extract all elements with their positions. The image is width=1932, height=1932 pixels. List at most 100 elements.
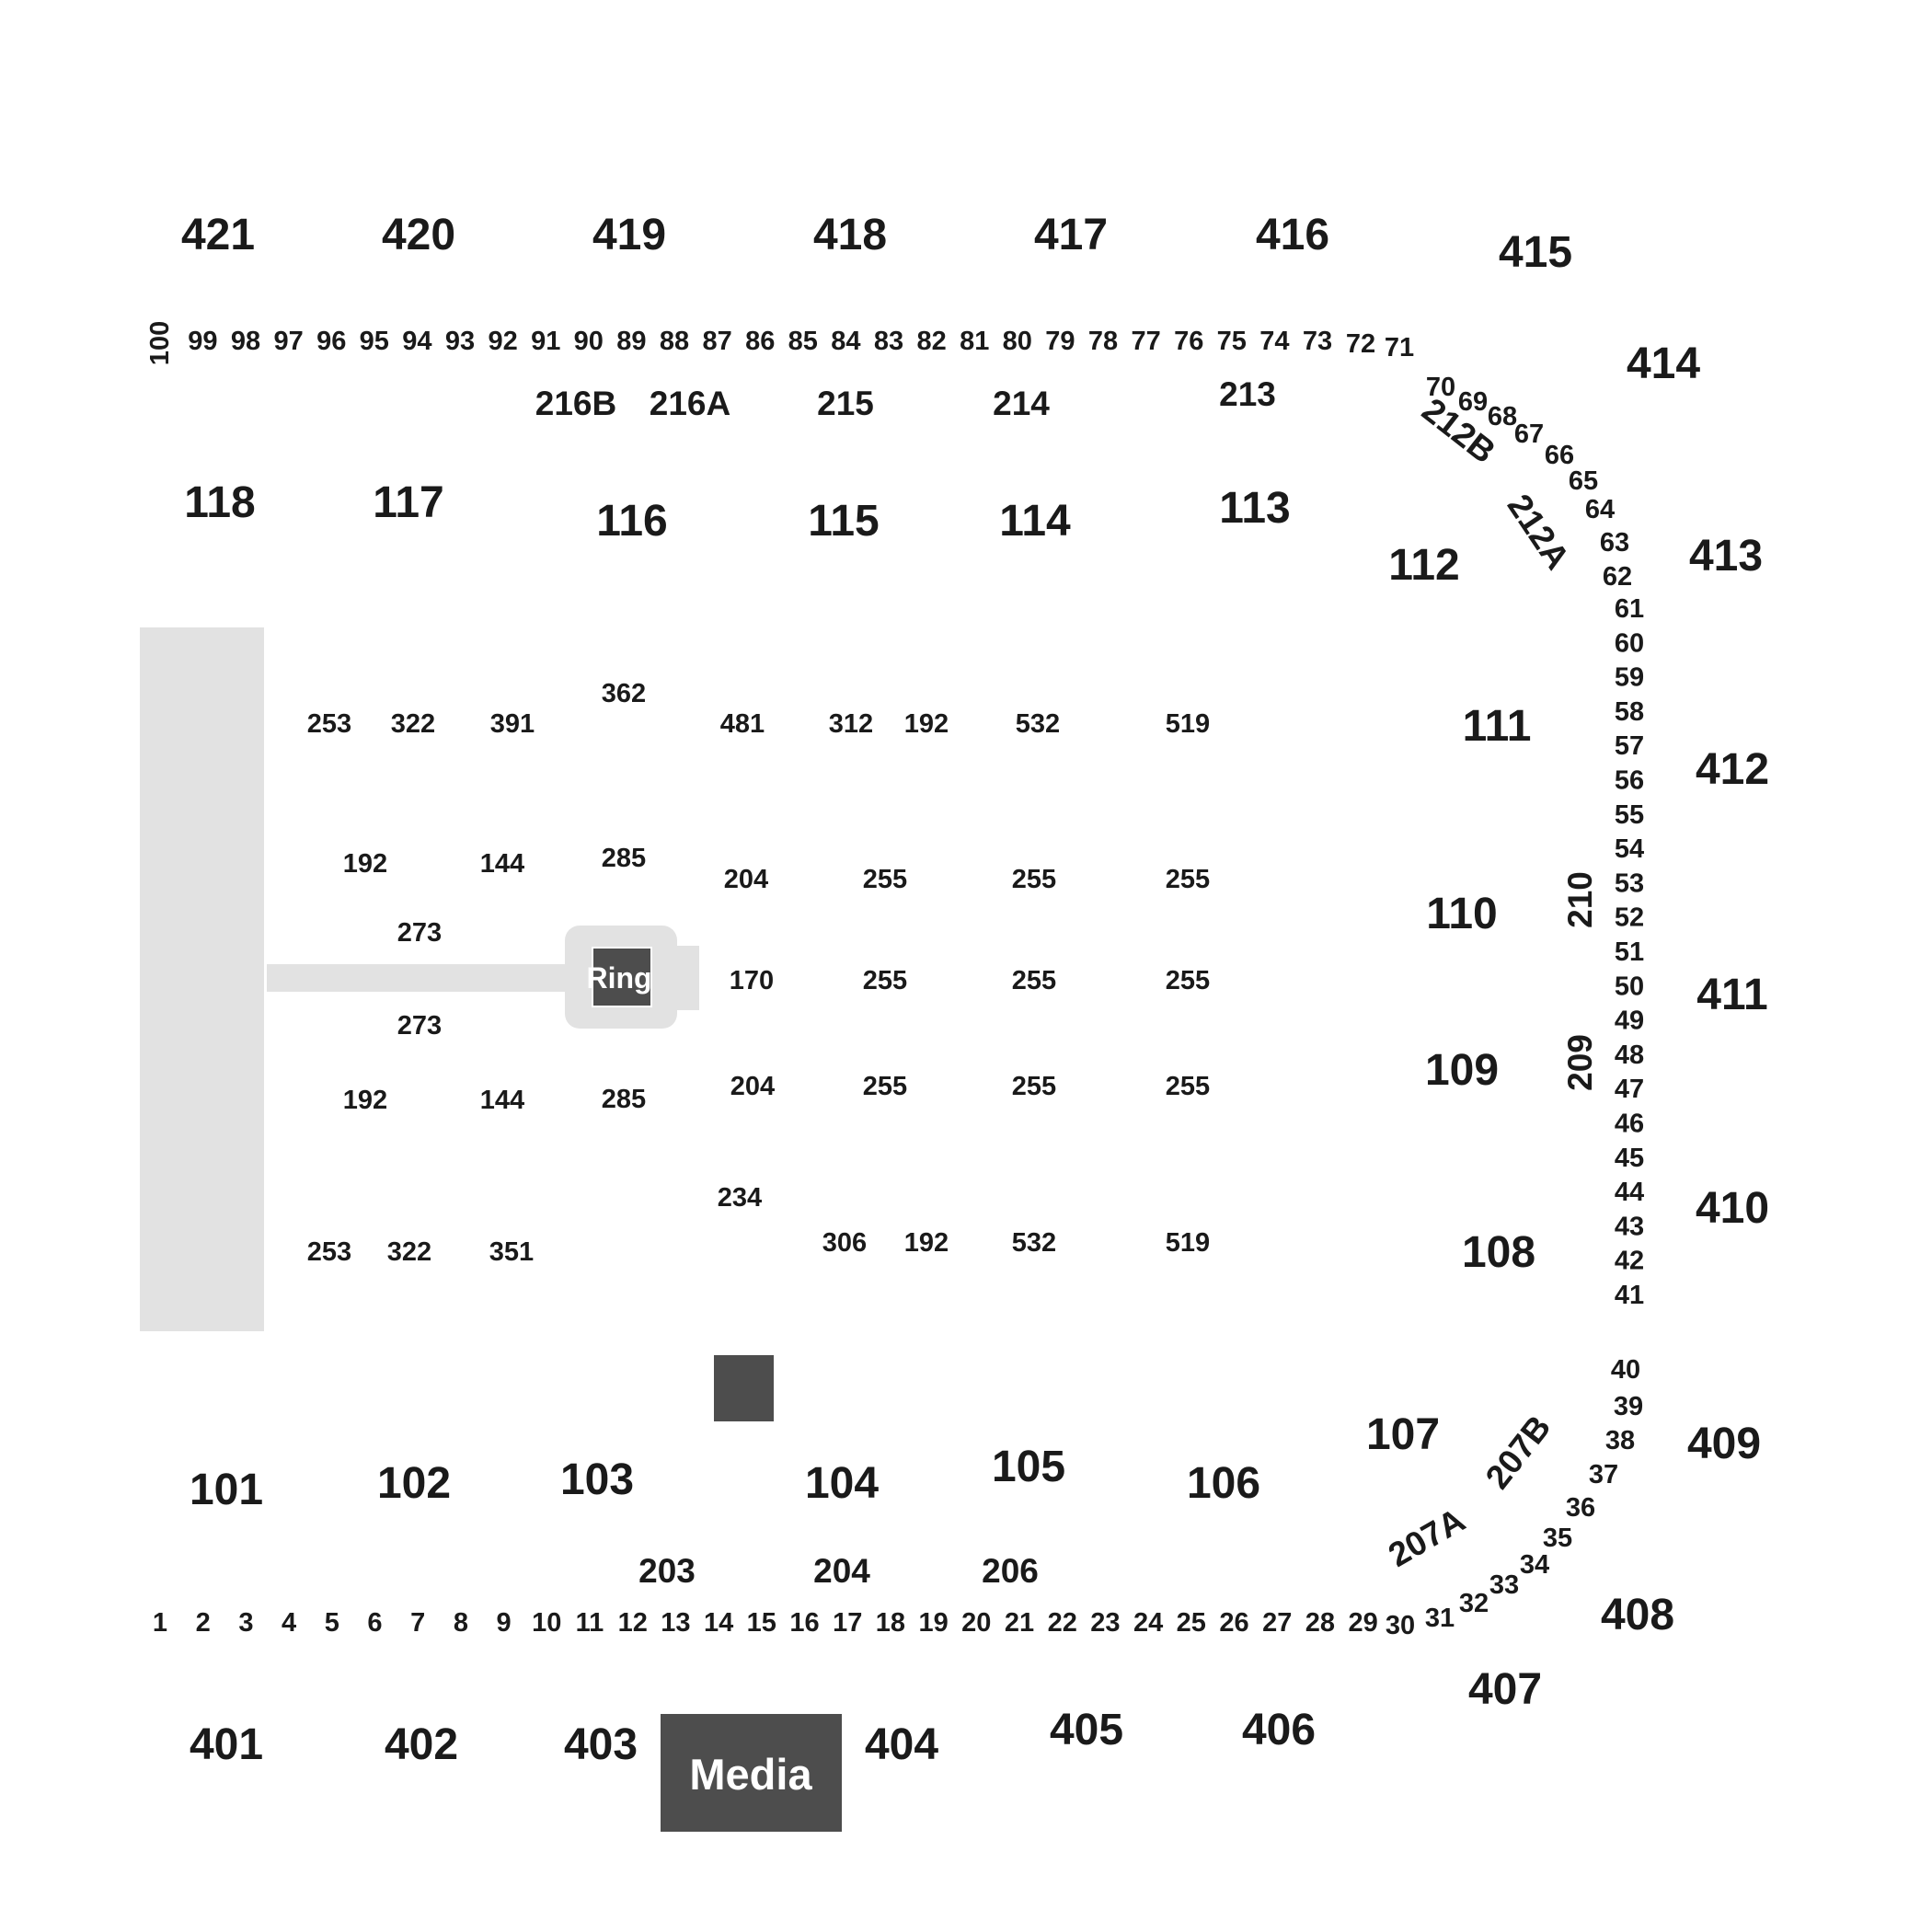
row-number[interactable]: 80 xyxy=(1003,327,1032,356)
row-number[interactable]: 58 xyxy=(1615,697,1644,727)
row-number[interactable]: 12 xyxy=(618,1608,648,1638)
section-label[interactable]: 406 xyxy=(1242,1706,1316,1754)
section-label[interactable]: 419 xyxy=(592,211,666,259)
row-number[interactable]: 52 xyxy=(1615,903,1644,933)
floor-section-label[interactable]: 170 xyxy=(730,966,774,995)
row-number[interactable]: 59 xyxy=(1615,663,1644,693)
row-number[interactable]: 39 xyxy=(1614,1392,1643,1421)
floor-section-label[interactable]: 192 xyxy=(343,849,387,879)
row-number[interactable]: 29 xyxy=(1348,1608,1377,1638)
floor-section-label[interactable]: 192 xyxy=(904,709,949,739)
row-number[interactable]: 25 xyxy=(1177,1608,1206,1638)
row-number[interactable]: 93 xyxy=(445,327,475,356)
row-number[interactable]: 15 xyxy=(747,1608,776,1638)
floor-section-label[interactable]: 255 xyxy=(863,1072,907,1101)
row-number[interactable]: 88 xyxy=(660,327,689,356)
section-label[interactable]: 116 xyxy=(596,497,667,546)
section-label[interactable]: 114 xyxy=(999,497,1071,546)
section-label[interactable]: 404 xyxy=(865,1720,938,1769)
floor-section-label[interactable]: 204 xyxy=(730,1072,775,1101)
floor-section-label[interactable]: 204 xyxy=(724,865,768,894)
row-number[interactable]: 47 xyxy=(1615,1075,1644,1104)
row-number[interactable]: 49 xyxy=(1615,1006,1644,1036)
row-number[interactable]: 96 xyxy=(316,327,346,356)
row-number[interactable]: 75 xyxy=(1217,327,1247,356)
row-number[interactable]: 22 xyxy=(1048,1608,1077,1638)
row-number[interactable]: 73 xyxy=(1303,327,1332,356)
section-label[interactable]: 215 xyxy=(817,385,874,422)
section-label[interactable]: 403 xyxy=(564,1720,638,1769)
row-number[interactable]: 74 xyxy=(1259,327,1289,356)
row-number[interactable]: 45 xyxy=(1615,1144,1644,1173)
row-number[interactable]: 14 xyxy=(704,1608,733,1638)
section-label[interactable]: 108 xyxy=(1462,1228,1535,1277)
section-label[interactable]: 409 xyxy=(1687,1420,1761,1468)
floor-section-label[interactable]: 351 xyxy=(489,1237,534,1267)
section-label[interactable]: 118 xyxy=(184,478,255,527)
floor-section-label[interactable]: 285 xyxy=(602,844,646,873)
row-number[interactable]: 81 xyxy=(960,327,989,356)
row-number[interactable]: 90 xyxy=(574,327,604,356)
row-number[interactable]: 46 xyxy=(1615,1110,1644,1139)
floor-section-label[interactable]: 306 xyxy=(822,1228,867,1258)
row-number[interactable]: 62 xyxy=(1603,562,1632,592)
floor-section-label[interactable]: 255 xyxy=(1166,966,1210,995)
row-number[interactable]: 86 xyxy=(745,327,775,356)
section-label[interactable]: 104 xyxy=(805,1459,879,1508)
section-label[interactable]: 102 xyxy=(377,1459,451,1508)
row-number[interactable]: 91 xyxy=(531,327,560,356)
row-number[interactable]: 60 xyxy=(1615,628,1644,658)
row-number[interactable]: 65 xyxy=(1569,466,1598,496)
row-number[interactable]: 92 xyxy=(488,327,517,356)
row-number[interactable]: 40 xyxy=(1611,1355,1640,1385)
row-number[interactable]: 67 xyxy=(1514,420,1544,449)
row-number[interactable]: 69 xyxy=(1458,387,1488,417)
floor-section-label[interactable]: 481 xyxy=(720,709,765,739)
floor-section-label[interactable]: 255 xyxy=(1166,865,1210,894)
floor-section-label[interactable]: 519 xyxy=(1166,1228,1210,1258)
section-label[interactable]: 115 xyxy=(808,497,879,546)
row-number[interactable]: 82 xyxy=(916,327,946,356)
row-number[interactable]: 57 xyxy=(1615,731,1644,761)
row-number[interactable]: 44 xyxy=(1615,1178,1644,1207)
row-number[interactable]: 56 xyxy=(1615,766,1644,796)
row-number[interactable]: 83 xyxy=(874,327,903,356)
row-number[interactable]: 17 xyxy=(833,1608,862,1638)
section-label[interactable]: 216B xyxy=(535,385,616,422)
floor-section-label[interactable]: 255 xyxy=(1166,1072,1210,1101)
row-number[interactable]: 4 xyxy=(282,1608,296,1638)
section-label[interactable]: 414 xyxy=(1627,339,1700,388)
floor-section-label[interactable]: 255 xyxy=(863,865,907,894)
section-label[interactable]: 210 xyxy=(1561,871,1599,928)
row-number[interactable]: 76 xyxy=(1174,327,1203,356)
floor-section-label[interactable]: 192 xyxy=(904,1228,949,1258)
section-label[interactable]: 204 xyxy=(813,1552,870,1590)
floor-section-label[interactable]: 273 xyxy=(397,1011,442,1041)
row-number[interactable]: 7 xyxy=(410,1608,425,1638)
section-label[interactable]: 112 xyxy=(1388,541,1459,590)
row-number[interactable]: 84 xyxy=(831,327,860,356)
section-label[interactable]: 207B xyxy=(1478,1409,1558,1496)
section-label[interactable]: 407 xyxy=(1468,1665,1542,1714)
row-number[interactable]: 18 xyxy=(876,1608,905,1638)
floor-section-label[interactable]: 253 xyxy=(307,709,351,739)
row-number[interactable]: 64 xyxy=(1585,495,1615,524)
floor-section-label[interactable]: 144 xyxy=(480,1086,524,1115)
row-number[interactable]: 42 xyxy=(1615,1247,1644,1276)
row-number[interactable]: 26 xyxy=(1219,1608,1248,1638)
section-label[interactable]: 101 xyxy=(190,1466,263,1514)
row-number[interactable]: 41 xyxy=(1615,1281,1644,1310)
row-number[interactable]: 99 xyxy=(188,327,217,356)
row-number[interactable]: 11 xyxy=(576,1608,604,1638)
section-label[interactable]: 216A xyxy=(650,385,730,422)
row-number[interactable]: 72 xyxy=(1346,329,1375,359)
row-number[interactable]: 79 xyxy=(1045,327,1075,356)
section-label[interactable]: 410 xyxy=(1696,1184,1769,1233)
floor-section-label[interactable]: 391 xyxy=(490,709,535,739)
row-number[interactable]: 48 xyxy=(1615,1041,1644,1070)
row-number[interactable]: 24 xyxy=(1133,1608,1163,1638)
row-number[interactable]: 30 xyxy=(1386,1611,1415,1640)
section-label[interactable]: 405 xyxy=(1050,1706,1123,1754)
section-label[interactable]: 203 xyxy=(638,1552,696,1590)
row-number[interactable]: 85 xyxy=(788,327,818,356)
